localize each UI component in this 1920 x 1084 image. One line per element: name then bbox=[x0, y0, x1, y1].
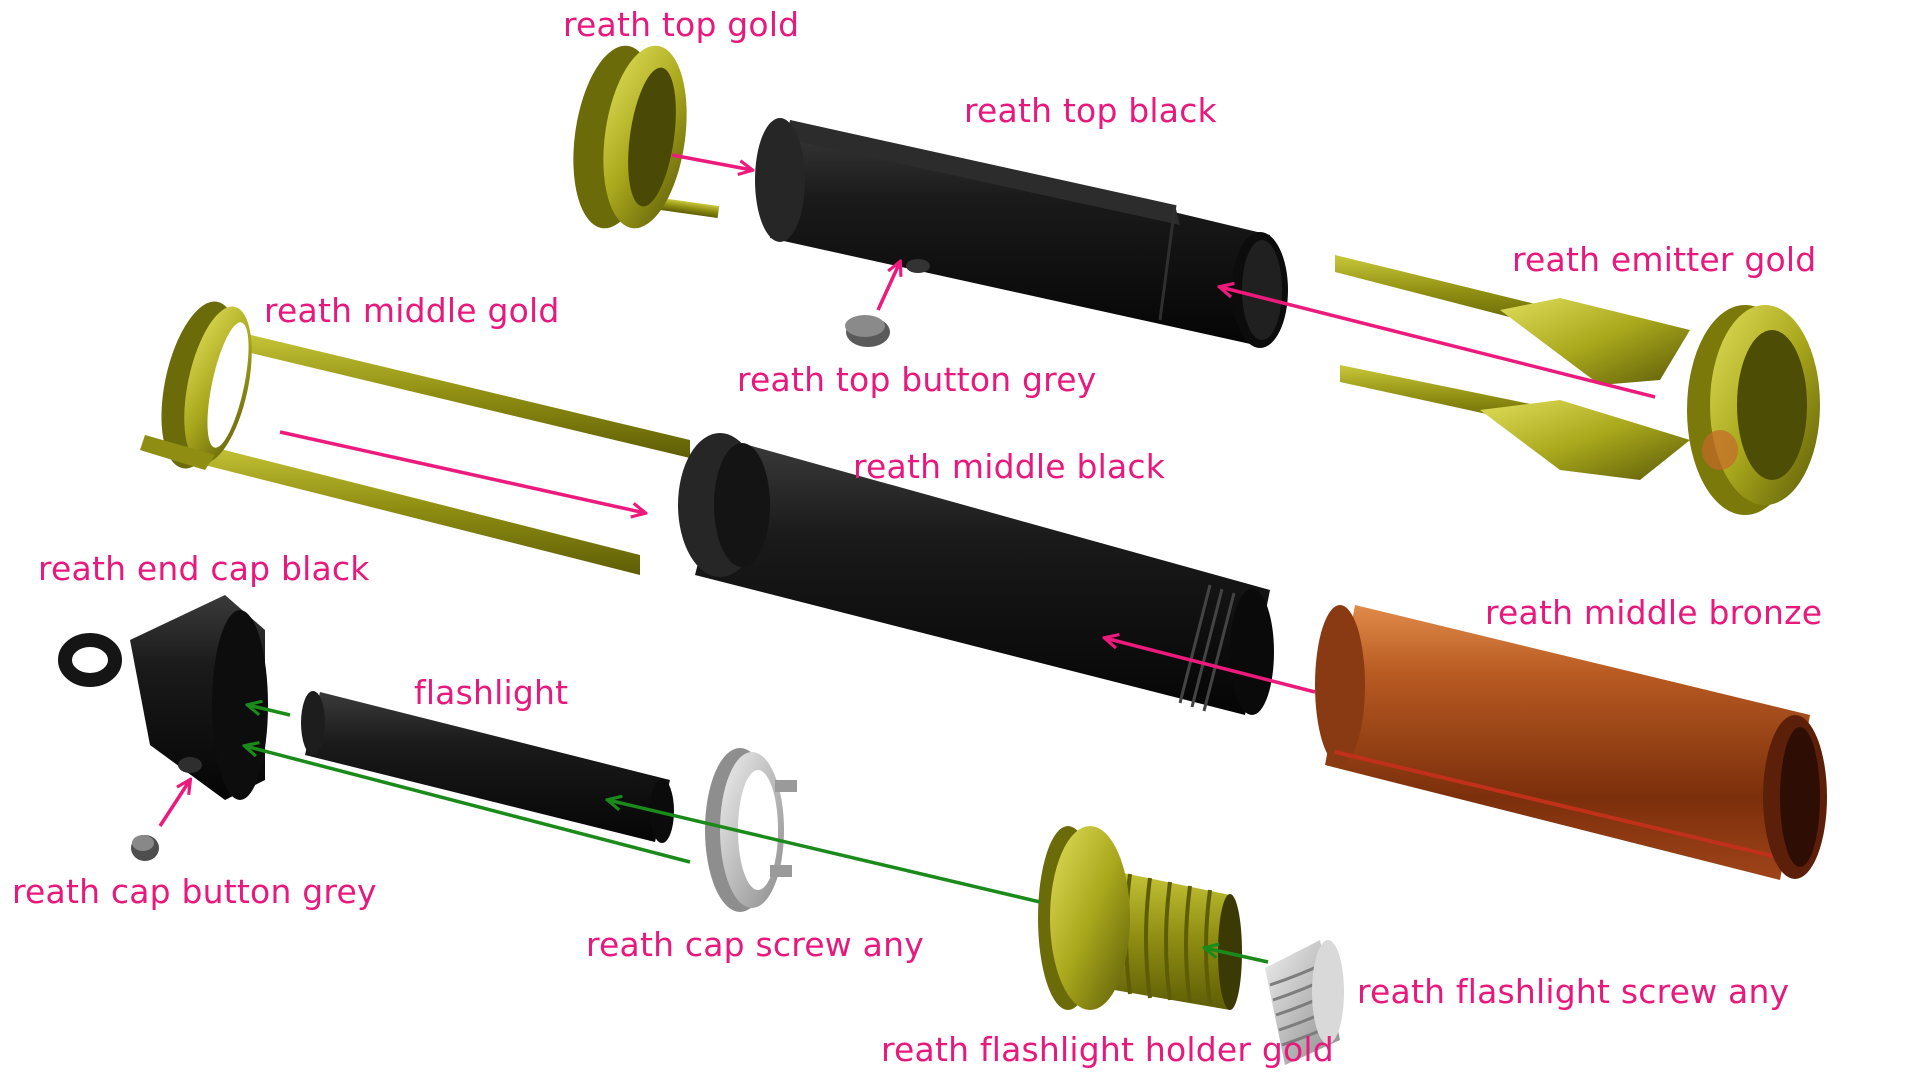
part-flashlight-screw-any bbox=[1265, 940, 1344, 1065]
label-middle-bronze: reath middle bronze bbox=[1485, 593, 1823, 632]
label-middle-gold: reath middle gold bbox=[264, 291, 560, 330]
arrow-middle-gold-to-middle-black bbox=[279, 430, 645, 513]
label-emitter-gold: reath emitter gold bbox=[1512, 240, 1817, 279]
arrow-bronze-to-middle-black bbox=[1105, 638, 1316, 694]
label-top-gold: reath top gold bbox=[563, 5, 800, 44]
part-middle-gold bbox=[140, 301, 690, 575]
label-flashlight: flashlight bbox=[414, 673, 569, 712]
label-end-cap-black: reath end cap black bbox=[38, 549, 370, 588]
part-emitter-gold bbox=[1335, 255, 1820, 515]
part-top-black bbox=[755, 118, 1288, 348]
assembly-arrows-pink bbox=[158, 153, 1656, 827]
part-flashlight bbox=[301, 691, 674, 843]
label-cap-button-grey: reath cap button grey bbox=[12, 872, 377, 911]
part-top-button-grey bbox=[845, 315, 890, 347]
assembly-arrows-green bbox=[245, 705, 1269, 964]
arrow-cap-button-to-end-cap bbox=[158, 780, 190, 827]
label-top-black: reath top black bbox=[964, 91, 1217, 130]
arrow-button-to-top-black bbox=[876, 262, 900, 311]
part-cap-button-grey bbox=[131, 835, 159, 861]
arrow-top-gold-to-top-black bbox=[671, 153, 752, 170]
arrow-flashlight-to-end-cap bbox=[248, 705, 291, 717]
label-flashlight-screw-any: reath flashlight screw any bbox=[1357, 972, 1790, 1011]
arrow-screw-to-holder bbox=[1205, 948, 1269, 964]
label-top-button-grey: reath top button grey bbox=[737, 360, 1097, 399]
label-middle-black: reath middle black bbox=[853, 447, 1166, 486]
part-cap-screw-any bbox=[705, 748, 797, 912]
part-top-gold bbox=[573, 45, 720, 229]
arrow-emitter-to-top-black bbox=[1220, 287, 1656, 399]
part-middle-bronze bbox=[1315, 605, 1827, 880]
label-cap-screw-any: reath cap screw any bbox=[586, 925, 924, 964]
label-flashlight-holder-gold: reath flashlight holder gold bbox=[881, 1030, 1334, 1069]
part-middle-black bbox=[678, 433, 1274, 715]
arrow-holder-to-flashlight bbox=[608, 800, 1041, 904]
part-flashlight-holder-gold bbox=[1038, 826, 1242, 1010]
arrow-cap-screw-to-end-cap bbox=[245, 746, 691, 864]
part-end-cap-black bbox=[58, 595, 268, 800]
